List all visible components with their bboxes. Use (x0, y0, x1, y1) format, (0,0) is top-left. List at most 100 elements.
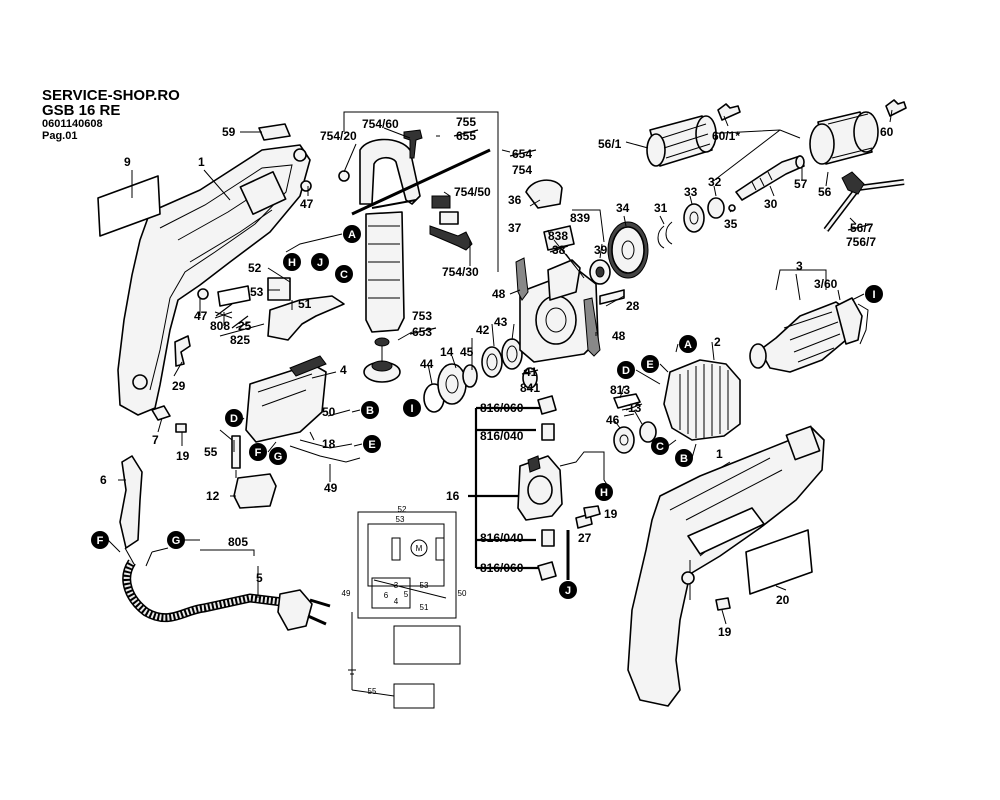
connector-marker-c: C (335, 265, 353, 283)
leader-lines (118, 109, 893, 625)
part-label: 34 (616, 201, 630, 215)
svg-text:F: F (97, 535, 104, 547)
svg-text:J: J (317, 257, 323, 269)
part-label: 46 (606, 413, 620, 427)
contact-part (267, 277, 291, 301)
gear-flange (519, 259, 599, 363)
part-label: 37 (508, 221, 522, 235)
chuck-screw-part (717, 103, 741, 121)
connector-marker-c: C (651, 437, 669, 455)
part-label: 816/060 (480, 561, 524, 575)
svg-text:G: G (172, 535, 181, 547)
clamp-part (439, 211, 459, 225)
clamp-part (431, 195, 451, 209)
part-label: 50 (322, 405, 336, 419)
schematic-wire-label: 51 (420, 603, 429, 612)
rail-part (583, 297, 601, 357)
bushing-part (639, 421, 657, 443)
part-label: 36 (508, 193, 522, 207)
model-title: GSB 16 RE (42, 102, 121, 119)
part-label: 805 (228, 535, 248, 549)
part-label: 4 (340, 363, 347, 377)
part-label: 48 (612, 329, 626, 343)
part-label: 27 (578, 531, 592, 545)
spring-part (657, 221, 673, 249)
plate-part (217, 285, 251, 307)
part-label: 19 (718, 625, 732, 639)
screw-part (197, 288, 209, 300)
svg-text:E: E (368, 439, 375, 451)
connector-marker-f: F (249, 443, 267, 461)
part-label: 5 (256, 571, 263, 585)
ring-part (481, 346, 503, 378)
spur-gear (607, 221, 649, 279)
part-label: 48 (492, 287, 506, 301)
clamp-screw-part (429, 225, 473, 251)
part-label: 53 (250, 285, 264, 299)
part-label: 19 (176, 449, 190, 463)
part-label: 47 (194, 309, 208, 323)
motor-symbol: M (416, 544, 423, 553)
part-label: 816/060 (480, 401, 524, 415)
brush-group-bus (468, 406, 540, 570)
connector-marker-a: A (679, 335, 697, 353)
svg-text:D: D (622, 365, 630, 377)
chuck-key (823, 171, 905, 232)
connector-marker-d: D (617, 361, 635, 379)
svg-text:F: F (255, 447, 262, 459)
part-label: 52 (248, 261, 262, 275)
schematic-node-label: 5 (404, 590, 409, 599)
page-number: Pag.01 (42, 130, 78, 142)
ball-part (728, 204, 736, 212)
part-label: 755 (456, 115, 476, 129)
wire-part (231, 435, 241, 469)
armature (749, 297, 869, 373)
auxiliary-handle (351, 138, 491, 333)
svg-text:A: A (348, 229, 356, 241)
part-label: 38 (552, 243, 566, 257)
part-labels: 59 9 1 47 52 53 51 47 808 25 825 29 7 19… (100, 115, 894, 639)
part-label: 754/30 (442, 265, 479, 279)
part-label: 55 (204, 445, 218, 459)
svg-text:B: B (680, 453, 688, 465)
part-label: 754/20 (320, 129, 357, 143)
ring-part (707, 197, 725, 219)
connector-marker-b: B (361, 401, 379, 419)
svg-text:G: G (274, 451, 283, 463)
connector-marker-h: H (283, 253, 301, 271)
connector-marker-g: G (167, 531, 185, 549)
rail-part (515, 257, 529, 301)
washer-part (462, 364, 478, 388)
part-label: 57 (794, 177, 808, 191)
part-label: 655 (456, 129, 476, 143)
part-label: 841 (520, 381, 540, 395)
brush-holder-plate (517, 455, 563, 521)
part-label: 28 (626, 299, 640, 313)
schematic-wire-label: 49 (342, 589, 351, 598)
nut-part (338, 170, 350, 182)
carbon-brush-part (541, 423, 555, 441)
screw-part (599, 289, 625, 305)
svg-text:B: B (366, 405, 374, 417)
armature-bracket (775, 269, 827, 291)
part-label: 3/60 (814, 277, 838, 291)
part-label: 44 (420, 357, 434, 371)
part-label: 838 (548, 229, 568, 243)
washer-part (795, 155, 805, 169)
ring-part (501, 338, 523, 370)
depth-stop-nut (363, 337, 401, 383)
part-number: 0601140608 (42, 118, 103, 130)
connector-marker-i: I (403, 399, 421, 417)
part-label: 7 (152, 433, 159, 447)
part-label: 29 (172, 379, 186, 393)
site-title: SERVICE-SHOP.RO (42, 87, 180, 104)
schematic-wire-label: 50 (458, 589, 467, 598)
part-label: 56/1 (598, 137, 622, 151)
switch-unit (245, 355, 327, 443)
part-label: 816/040 (480, 531, 524, 545)
part-label: 16 (446, 489, 460, 503)
part-label: 2 (714, 335, 721, 349)
schematic-node-label: 53 (420, 581, 429, 590)
spring-clip-part (174, 335, 191, 367)
part-label: 825 (230, 333, 250, 347)
